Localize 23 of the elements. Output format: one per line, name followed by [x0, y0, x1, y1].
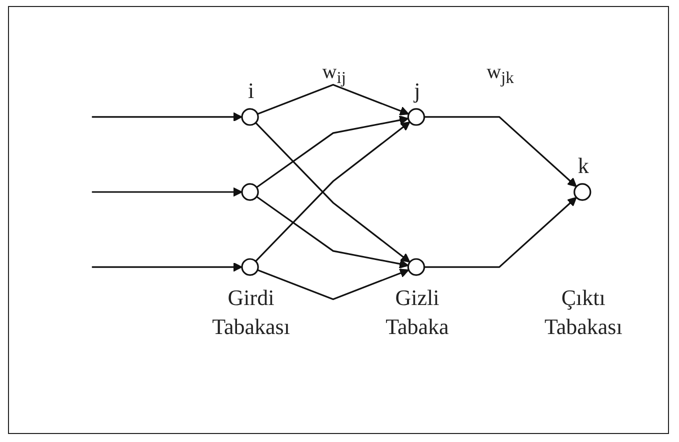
layer-label: Girdi Tabakası: [211, 284, 291, 341]
arrow: [92, 112, 242, 122]
arrow: [256, 196, 409, 269]
arrow: [424, 116, 577, 188]
weight-label: w$_{ij}$: [322, 60, 346, 88]
arrow: [257, 84, 410, 116]
arrow: [257, 268, 410, 300]
node-circle: [241, 183, 259, 201]
node-index-label: j: [414, 78, 420, 104]
node-circle: [407, 108, 426, 126]
node-circle: [407, 258, 426, 276]
weight-label: w$_{jk}$: [486, 60, 514, 88]
node-index-label: i: [248, 78, 254, 104]
arrow: [92, 262, 242, 272]
node-circle: [241, 108, 259, 126]
layer-label: Çıktı Tabakası: [543, 284, 624, 341]
arrow: [424, 196, 577, 268]
arrow: [92, 187, 242, 197]
node-circle: [574, 183, 592, 201]
layer-label: Gizli Tabaka: [384, 284, 450, 341]
node-index-label: k: [578, 152, 589, 179]
node-circle: [241, 258, 259, 276]
arrow: [256, 115, 409, 188]
